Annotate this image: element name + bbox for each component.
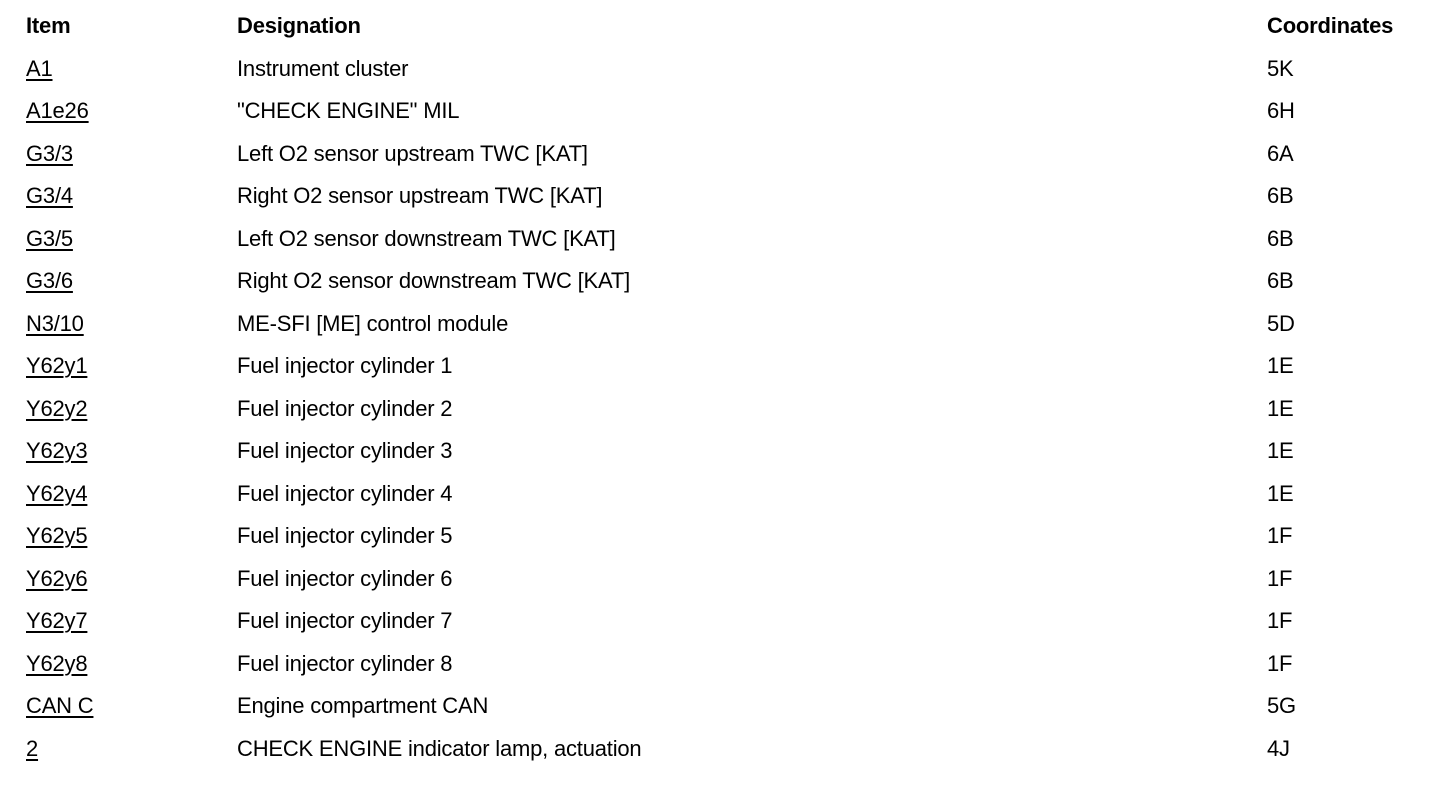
item-cell: N3/10 [22,303,233,346]
designation-cell: Fuel injector cylinder 6 [237,565,453,591]
coordinates-cell: 1F [1267,608,1293,634]
coordinates-cell: 5G [1267,693,1296,719]
item-cell: Y62y1 [22,345,233,388]
item-cell: Y62y5 [22,515,233,558]
item-link[interactable]: 2 [26,735,39,761]
designation-cell: Fuel injector cylinder 5 [237,523,453,549]
item-cell: Y62y2 [22,388,233,431]
coordinates-cell: 6H [1267,98,1295,124]
item-cell: Y62y3 [22,430,233,473]
item-cell: G3/6 [22,260,233,303]
coordinates-cell: 6B [1267,268,1294,294]
item-link[interactable]: Y62y5 [26,523,88,549]
designation-cell: Fuel injector cylinder 3 [237,438,453,464]
coordinates-cell: 5K [1267,55,1294,81]
coordinates-cell: 1F [1267,523,1293,549]
designation-cell: ME-SFI [ME] control module [237,310,509,336]
item-cell: G3/3 [22,133,233,176]
designation-cell: Fuel injector cylinder 8 [237,650,453,676]
table-row: Y62y2 Fuel injector cylinder 2 1E [22,388,1422,431]
table-row: A1e26 "CHECK ENGINE" MIL 6H [22,90,1422,133]
coordinates-cell: 1F [1267,565,1293,591]
designation-cell: Fuel injector cylinder 7 [237,608,453,634]
column-header-item: Item [26,13,71,39]
item-link[interactable]: Y62y3 [26,438,88,464]
item-link[interactable]: N3/10 [26,310,84,336]
item-cell: G3/5 [22,218,233,261]
coordinates-cell: 6A [1267,140,1294,166]
designation-cell: Instrument cluster [237,55,409,81]
component-legend-table: Item Designation Coordinates A1 Instrume… [22,5,1422,770]
item-link[interactable]: Y62y7 [26,608,88,634]
item-link[interactable]: Y62y8 [26,650,88,676]
table-row: 2 CHECK ENGINE indicator lamp, actuation… [22,728,1422,771]
item-cell: 2 [22,728,233,771]
item-cell: A1 [22,48,233,91]
table-row: G3/5 Left O2 sensor downstream TWC [KAT]… [22,218,1422,261]
item-cell: A1e26 [22,90,233,133]
table-row: Y62y8 Fuel injector cylinder 8 1F [22,643,1422,686]
designation-cell: CHECK ENGINE indicator lamp, actuation [237,735,642,761]
designation-cell: Fuel injector cylinder 2 [237,395,453,421]
designation-cell: Engine compartment CAN [237,693,489,719]
coordinates-cell: 6B [1267,183,1294,209]
designation-cell: Right O2 sensor downstream TWC [KAT] [237,268,631,294]
table-header-row: Item Designation Coordinates [22,5,1422,48]
coordinates-cell: 5D [1267,310,1295,336]
item-link[interactable]: A1e26 [26,98,89,124]
item-cell: Y62y8 [22,643,233,686]
coordinates-cell: 4J [1267,735,1290,761]
item-link[interactable]: A1 [26,55,53,81]
designation-cell: Fuel injector cylinder 4 [237,480,453,506]
coordinates-cell: 1E [1267,438,1294,464]
coordinates-cell: 1E [1267,480,1294,506]
table-row: Y62y1 Fuel injector cylinder 1 1E [22,345,1422,388]
item-link[interactable]: CAN C [26,693,94,719]
table-row: Y62y5 Fuel injector cylinder 5 1F [22,515,1422,558]
column-header-coordinates: Coordinates [1267,13,1394,39]
table-row: CAN C Engine compartment CAN 5G [22,685,1422,728]
item-link[interactable]: Y62y6 [26,565,88,591]
table-row: N3/10 ME-SFI [ME] control module 5D [22,303,1422,346]
table-row: G3/3 Left O2 sensor upstream TWC [KAT] 6… [22,133,1422,176]
item-link[interactable]: G3/5 [26,225,73,251]
table-body: A1 Instrument cluster 5K A1e26 "CHECK EN… [22,48,1422,771]
table-row: A1 Instrument cluster 5K [22,48,1422,91]
item-link[interactable]: Y62y4 [26,480,88,506]
item-link[interactable]: Y62y1 [26,353,88,379]
item-cell: Y62y4 [22,473,233,516]
item-link[interactable]: G3/3 [26,140,73,166]
table-row: Y62y4 Fuel injector cylinder 4 1E [22,473,1422,516]
designation-cell: Left O2 sensor upstream TWC [KAT] [237,140,588,166]
coordinates-cell: 6B [1267,225,1294,251]
item-link[interactable]: Y62y2 [26,395,88,421]
item-link[interactable]: G3/4 [26,183,73,209]
item-cell: Y62y7 [22,600,233,643]
designation-cell: "CHECK ENGINE" MIL [237,98,460,124]
item-cell: G3/4 [22,175,233,218]
coordinates-cell: 1E [1267,353,1294,379]
designation-cell: Left O2 sensor downstream TWC [KAT] [237,225,616,251]
column-header-designation: Designation [237,13,361,39]
table-row: G3/6 Right O2 sensor downstream TWC [KAT… [22,260,1422,303]
table-row: Y62y6 Fuel injector cylinder 6 1F [22,558,1422,601]
designation-cell: Fuel injector cylinder 1 [237,353,453,379]
table-row: Y62y7 Fuel injector cylinder 7 1F [22,600,1422,643]
designation-cell: Right O2 sensor upstream TWC [KAT] [237,183,603,209]
table-row: G3/4 Right O2 sensor upstream TWC [KAT] … [22,175,1422,218]
coordinates-cell: 1F [1267,650,1293,676]
item-link[interactable]: G3/6 [26,268,73,294]
item-cell: Y62y6 [22,558,233,601]
coordinates-cell: 1E [1267,395,1294,421]
table-row: Y62y3 Fuel injector cylinder 3 1E [22,430,1422,473]
item-cell: CAN C [22,685,233,728]
